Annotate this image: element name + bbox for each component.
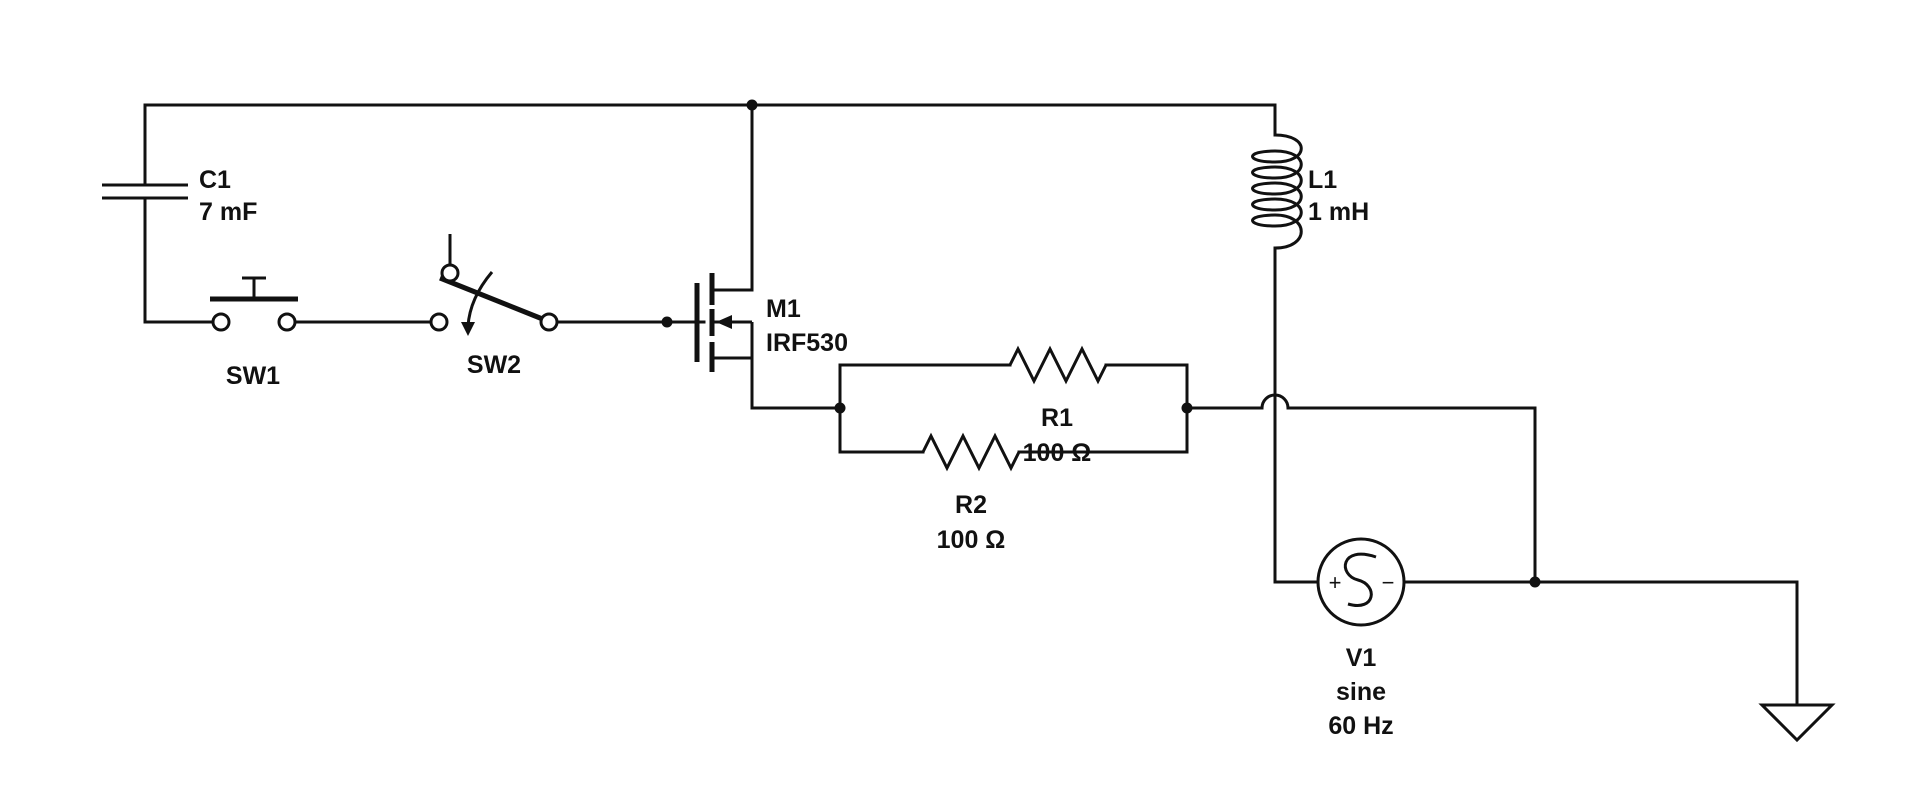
- junction-r-left: [834, 402, 846, 414]
- r1-value: 100 Ω: [1023, 439, 1092, 467]
- wire-c1-sw1: [143, 196, 213, 324]
- sw2-ref: SW2: [467, 351, 521, 379]
- l1-ref: L1: [1308, 166, 1337, 194]
- r1-ref: R1: [1041, 404, 1073, 432]
- m1-ref: M1: [766, 295, 801, 323]
- ground-icon: [1758, 703, 1836, 743]
- v1-type: sine: [1336, 678, 1386, 706]
- junction-v1-right: [1529, 576, 1541, 588]
- c1-ref: C1: [199, 166, 231, 194]
- c1-value: 7 mF: [199, 198, 257, 226]
- r2-value: 100 Ω: [937, 526, 1006, 554]
- wire-top-rail: [143, 103, 1277, 187]
- junction-r-right: [1181, 402, 1193, 414]
- r2-ref: R2: [955, 491, 987, 519]
- v1-value: 60 Hz: [1328, 712, 1393, 740]
- wire-source: [712, 356, 842, 410]
- wire-r2-right: [1017, 406, 1189, 454]
- wire-r1-right: [1104, 363, 1189, 410]
- wire-r2-left: [838, 406, 925, 454]
- sine-source-icon: [1316, 537, 1406, 627]
- resistor-icon: [921, 432, 1021, 472]
- nmos-transistor-icon: [694, 273, 754, 372]
- m1-value: IRF530: [766, 329, 848, 357]
- junction-top: [746, 99, 758, 111]
- v1-plus: +: [1329, 570, 1342, 595]
- inductor-icon: [1251, 133, 1303, 250]
- resistor-icon: [1008, 345, 1108, 385]
- wire-v1-ground: [1402, 580, 1799, 707]
- v1-ref: V1: [1346, 644, 1377, 672]
- capacitor-icon: [102, 183, 188, 200]
- sw1-ref: SW1: [226, 362, 280, 390]
- v1-minus: −: [1382, 570, 1395, 595]
- junction-gate: [661, 316, 673, 328]
- pushbutton-icon: [210, 276, 298, 332]
- toggle-switch-icon: [429, 234, 559, 336]
- wires: [143, 103, 1799, 707]
- l1-value: 1 mH: [1308, 198, 1369, 226]
- wire-l1-v1: [1273, 246, 1320, 584]
- wire-drain: [712, 103, 754, 292]
- junctions: [661, 99, 1541, 588]
- wire-r1-left: [838, 363, 1012, 410]
